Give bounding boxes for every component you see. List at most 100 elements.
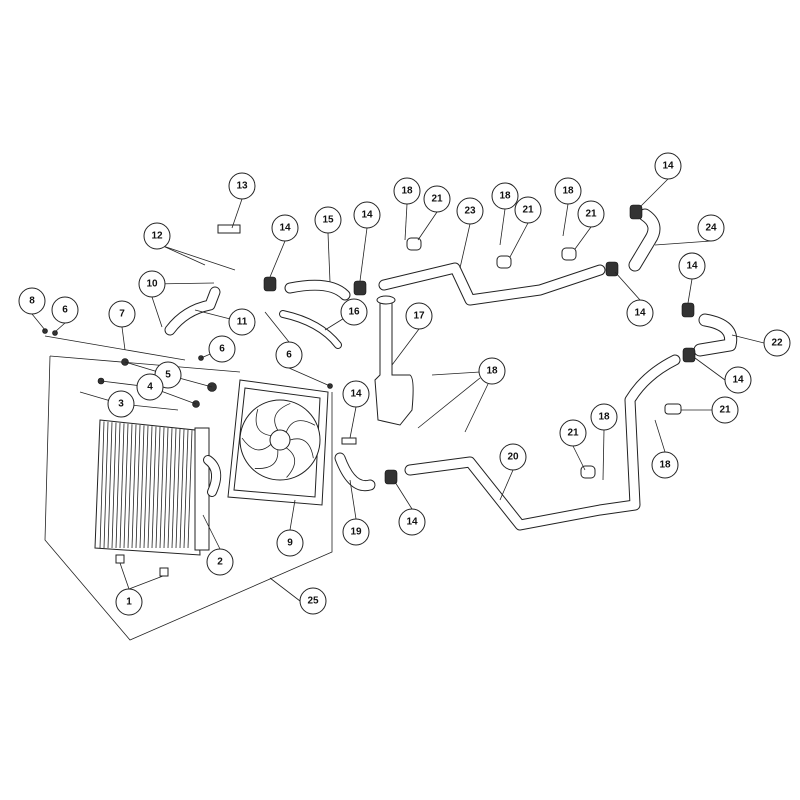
callout-circle (340, 298, 368, 326)
callout-circle (51, 296, 79, 324)
leader-line (694, 357, 726, 381)
expansion-tank (374, 295, 414, 426)
callout-6: 6 (208, 335, 236, 363)
leader-line (119, 562, 130, 590)
fan-blade (274, 403, 291, 431)
leader-line (289, 499, 296, 531)
callout-8: 8 (18, 287, 46, 315)
callout-circle (678, 252, 706, 280)
callout-label: 18 (486, 366, 498, 377)
fan-blade (286, 447, 296, 478)
callout-circle (228, 172, 256, 200)
callout-21: 21 (514, 196, 542, 224)
fastener (52, 330, 58, 336)
leader-line (327, 232, 331, 283)
leader-line (288, 367, 331, 387)
callout-label: 6 (62, 305, 68, 316)
callout-14: 14 (654, 152, 682, 180)
callout-circle (143, 222, 171, 250)
leader-line (269, 240, 286, 278)
callout-circle (654, 152, 682, 180)
leader-line (264, 311, 290, 343)
callout-label: 18 (401, 186, 413, 197)
callout-label: 25 (307, 596, 319, 607)
callout-circle (353, 201, 381, 229)
callout-14: 14 (678, 252, 706, 280)
hose (165, 287, 220, 335)
callout-22: 22 (763, 329, 791, 357)
radiator-fin (135, 424, 141, 549)
hose-clamp (629, 204, 643, 220)
callout-24: 24 (697, 214, 725, 242)
fan-blade (254, 449, 279, 469)
radiator-fin (147, 426, 153, 549)
callout-label: 23 (464, 206, 476, 217)
callout-label: 18 (598, 412, 610, 423)
callout-label: 15 (322, 215, 334, 226)
callout-label: 24 (705, 223, 717, 234)
leader-line (614, 271, 641, 301)
callout-11: 11 (228, 308, 256, 336)
callout-circle (456, 197, 484, 225)
callout-4: 4 (136, 373, 164, 401)
radiator-fin (159, 427, 165, 549)
callout-circle (342, 518, 370, 546)
callout-label: 14 (686, 261, 698, 272)
callout-label: 18 (562, 186, 574, 197)
callout-circle (763, 329, 791, 357)
callout-21: 21 (559, 419, 587, 447)
hose-clamp (263, 276, 277, 292)
callout-circle (299, 587, 327, 615)
callout-label: 3 (118, 399, 124, 410)
callout-label: 6 (219, 344, 225, 355)
callout-circle (478, 357, 506, 385)
leader-line (562, 203, 569, 237)
leader-line (459, 223, 471, 269)
radiator-fin (119, 423, 125, 549)
leader-line (464, 383, 489, 433)
radiator-fin (139, 425, 145, 549)
leader-line (394, 481, 413, 510)
clip (406, 237, 422, 251)
callout-label: 2 (217, 557, 223, 568)
fan-blade (285, 420, 316, 433)
hose (405, 355, 680, 530)
callout-7: 7 (108, 300, 136, 328)
callout-21: 21 (577, 200, 605, 228)
callout-label: 14 (279, 223, 291, 234)
radiator-fin (187, 430, 193, 549)
callout-label: 21 (567, 428, 579, 439)
callout-14: 14 (271, 214, 299, 242)
leader-line (349, 406, 357, 439)
clip (561, 247, 577, 261)
callout-circle (18, 287, 46, 315)
radiator-fin (151, 426, 157, 549)
leader-line (269, 577, 301, 602)
clip (580, 465, 596, 479)
callout-label: 1 (126, 597, 132, 608)
leader-line (509, 222, 529, 258)
callout-20: 20 (499, 443, 527, 471)
leader-line (499, 469, 514, 501)
leader-line (31, 313, 46, 331)
callout-label: 14 (350, 389, 362, 400)
callout-label: 18 (659, 460, 671, 471)
fan-assembly (227, 379, 329, 506)
callout-label: 11 (237, 317, 248, 328)
leader-line (731, 334, 765, 344)
callout-14: 14 (724, 366, 752, 394)
callout-label: 21 (585, 209, 597, 220)
callout-circle (577, 200, 605, 228)
radiator-fin (123, 423, 129, 549)
callout-2: 2 (206, 548, 234, 576)
hose (285, 280, 350, 300)
radiator (94, 419, 210, 556)
fan-blades (241, 403, 316, 478)
callout-label: 5 (165, 370, 171, 381)
callout-17: 17 (405, 302, 433, 330)
leader-lines (31, 178, 765, 602)
callout-10: 10 (138, 270, 166, 298)
callout-circle (107, 390, 135, 418)
radiator-fin (127, 424, 133, 549)
